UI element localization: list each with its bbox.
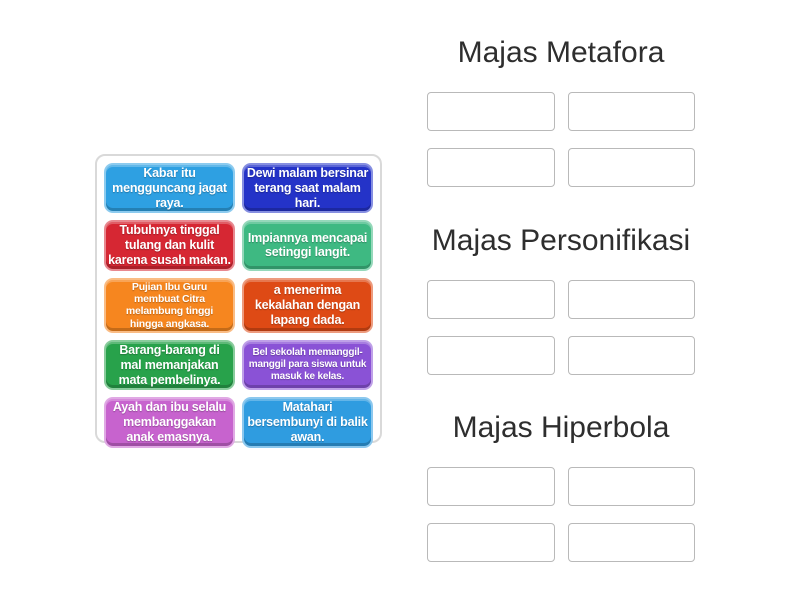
drop-slot[interactable] xyxy=(427,280,555,319)
tile-panel: Kabar itu mengguncang jagat raya. Dewi ma… xyxy=(95,154,382,448)
drop-slot[interactable] xyxy=(427,523,555,562)
drop-slot[interactable] xyxy=(567,148,695,187)
tile-label: Bel sekolah memanggil-manggil para siswa… xyxy=(248,347,367,383)
drop-slot[interactable] xyxy=(567,467,695,506)
drop-slot[interactable] xyxy=(567,336,695,375)
tile-label: Kabar itu mengguncang jagat raya. xyxy=(112,166,227,210)
group-title-hiperbola: Majas Hiperbola xyxy=(452,411,670,444)
draggable-tile[interactable]: Tubuhnya tinggal tulang dan kulit karena… xyxy=(104,220,235,271)
tile-label: a menerima kekalahan dengan lapang dada. xyxy=(254,283,361,327)
draggable-tile[interactable]: a menerima kekalahan dengan lapang dada. xyxy=(242,277,373,333)
tile-label: Ayah dan ibu selalu membanggakan anak em… xyxy=(112,400,227,444)
drop-slot[interactable] xyxy=(567,92,695,131)
group-majas-metafora: Majas Metafora xyxy=(427,32,695,187)
draggable-tile[interactable]: Bel sekolah memanggil-manggil para siswa… xyxy=(242,340,373,391)
group-majas-hiperbola: Majas Hiperbola xyxy=(427,407,695,562)
draggable-tile[interactable]: Impiannya mencapai setinggi langit. xyxy=(242,220,373,271)
tile-label: Matahari bersembunyi di balik awan. xyxy=(247,400,368,444)
group-slots-personifikasi xyxy=(427,280,695,375)
tile-label: Pujian Ibu Guru membuat Citra melambung … xyxy=(125,280,214,330)
draggable-tile[interactable]: Pujian Ibu Guru membuat Citra melambung … xyxy=(104,277,235,333)
tile-label: Impiannya mencapai setinggi langit. xyxy=(247,230,368,260)
group-title-metafora: Majas Metafora xyxy=(457,36,665,69)
group-slots-hiperbola xyxy=(427,467,695,562)
drop-slot[interactable] xyxy=(567,523,695,562)
group-slots-metafora xyxy=(427,92,695,187)
drop-slot[interactable] xyxy=(427,148,555,187)
drop-slot[interactable] xyxy=(427,92,555,131)
tile-label: Dewi malam bersinar terang saat malam ha… xyxy=(246,166,369,210)
draggable-tile[interactable]: Barang-barang di mal memanjakan mata pem… xyxy=(104,340,235,391)
drop-slot[interactable] xyxy=(567,280,695,319)
tile-label: Tubuhnya tinggal tulang dan kulit karena… xyxy=(108,223,231,267)
draggable-tile[interactable]: Ayah dan ibu selalu membanggakan anak em… xyxy=(104,397,235,448)
group-title-personifikasi: Majas Personifikasi xyxy=(431,224,691,257)
tile-label: Barang-barang di mal memanjakan mata pem… xyxy=(118,343,221,387)
draggable-tile[interactable]: Matahari bersembunyi di balik awan. xyxy=(242,397,373,448)
draggable-tile[interactable]: Kabar itu mengguncang jagat raya. xyxy=(104,163,235,214)
drop-slot[interactable] xyxy=(427,467,555,506)
draggable-tile[interactable]: Dewi malam bersinar terang saat malam ha… xyxy=(242,163,373,214)
group-majas-personifikasi: Majas Personifikasi xyxy=(427,220,695,375)
drop-slot[interactable] xyxy=(427,336,555,375)
